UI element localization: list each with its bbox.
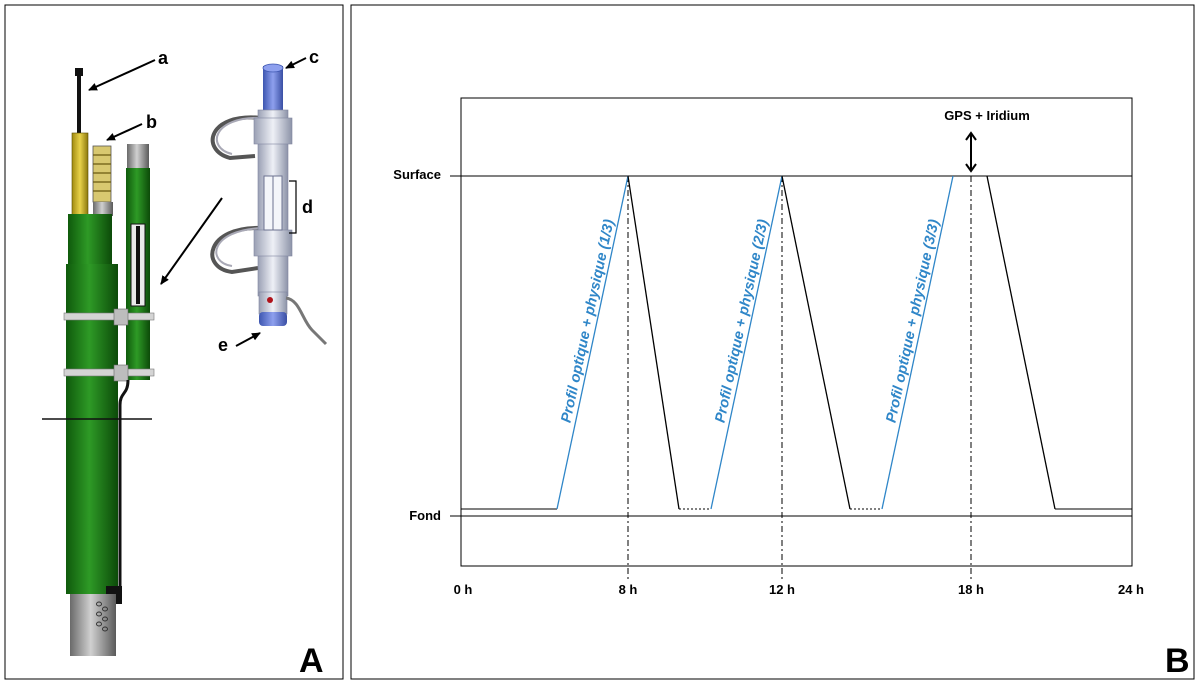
ascent-profiles — [556, 175, 954, 510]
x-tick-label: 12 h — [769, 582, 795, 597]
x-tick-label: 24 h — [1118, 582, 1144, 597]
callout-arrows — [88, 57, 307, 347]
x-tick-label: 18 h — [958, 582, 984, 597]
callout-label-a: a — [158, 48, 169, 68]
x-tick-label: 0 h — [454, 582, 473, 597]
panel-b-letter: B — [1165, 642, 1190, 680]
time-markers — [627, 176, 972, 580]
x-tick-label: 8 h — [619, 582, 638, 597]
callout-label-c: c — [309, 47, 319, 67]
gps-iridium-arrow — [965, 131, 977, 173]
panel-a: a b c d e A — [4, 4, 344, 680]
descent-segments — [627, 175, 1056, 510]
panel-a-frame — [4, 4, 344, 680]
panel-b: Surface Fond — [350, 4, 1195, 680]
bottom-label: Fond — [409, 508, 441, 523]
timeline-plot-area — [460, 97, 1133, 567]
panel-b-frame — [350, 4, 1195, 680]
gps-iridium-label: GPS + Iridium — [944, 108, 1030, 123]
surface-label: Surface — [393, 167, 441, 182]
sensor-detail-illustration — [210, 63, 328, 346]
callout-label-d: d — [302, 197, 313, 217]
profiling-float-illustration — [42, 68, 155, 656]
panel-a-letter: A — [299, 642, 324, 680]
callout-label-e: e — [218, 335, 228, 355]
callout-label-b: b — [146, 112, 157, 132]
